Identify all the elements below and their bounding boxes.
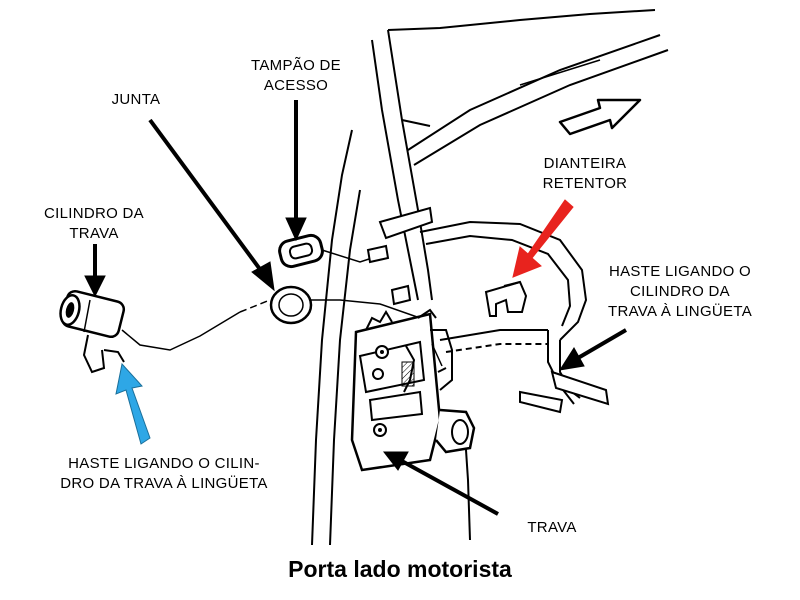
- label-junta: JUNTA: [96, 90, 176, 110]
- diagram-caption: Porta lado motorista: [288, 556, 512, 582]
- label-haste-right: HASTE LIGANDO O CILINDRO DA TRAVA À LING…: [590, 262, 770, 322]
- latch-assembly: [350, 308, 476, 472]
- label-trava: TRAVA: [512, 518, 592, 538]
- lock-rod: [121, 249, 421, 351]
- retainer-clip: [484, 280, 528, 317]
- forward-direction-arrow: [558, 98, 642, 136]
- red-pointer-arrow: [512, 199, 574, 278]
- pointer-arrows-black: [84, 100, 628, 516]
- label-haste-left-line-1: HASTE LIGANDO O CILIN-: [68, 455, 260, 472]
- label-tampao-de-acesso: TAMPÃO DE ACESSO: [236, 56, 356, 96]
- label-cilindro-line-1: CILINDRO DA: [44, 205, 144, 222]
- label-tampao-line-2: ACESSO: [263, 77, 329, 94]
- label-dianteira-line-2: RETENTOR: [542, 175, 628, 192]
- label-haste-right-line-3: TRAVA À LINGÜETA: [608, 303, 752, 320]
- upper-bracket: [366, 206, 434, 306]
- lock-cylinder: [59, 289, 126, 374]
- label-haste-left: HASTE LIGANDO O CILIN- DRO DA TRAVA À LI…: [44, 454, 284, 494]
- cable-bracket: [519, 370, 610, 414]
- gasket: [269, 285, 313, 325]
- door-frame: [311, 9, 656, 546]
- label-trava-line-1: TRAVA: [527, 519, 577, 536]
- label-tampao-line-1: TAMPÃO DE: [251, 57, 341, 74]
- label-haste-right-line-2: CILINDRO DA: [630, 283, 730, 300]
- label-cilindro-da-trava: CILINDRO DA TRAVA: [34, 204, 154, 244]
- label-dianteira-retentor: DIANTEIRA RETENTOR: [530, 154, 640, 194]
- blue-pointer-arrow: [115, 362, 151, 445]
- window-glass: [407, 34, 669, 166]
- access-plug: [278, 233, 324, 269]
- label-haste-right-line-1: HASTE LIGANDO O: [608, 263, 752, 280]
- label-cilindro-line-2: TRAVA: [69, 225, 119, 242]
- label-junta-line-1: JUNTA: [111, 91, 161, 108]
- label-dianteira-line-1: DIANTEIRA: [543, 155, 627, 172]
- label-haste-left-line-2: DRO DA TRAVA À LINGÜETA: [60, 475, 268, 492]
